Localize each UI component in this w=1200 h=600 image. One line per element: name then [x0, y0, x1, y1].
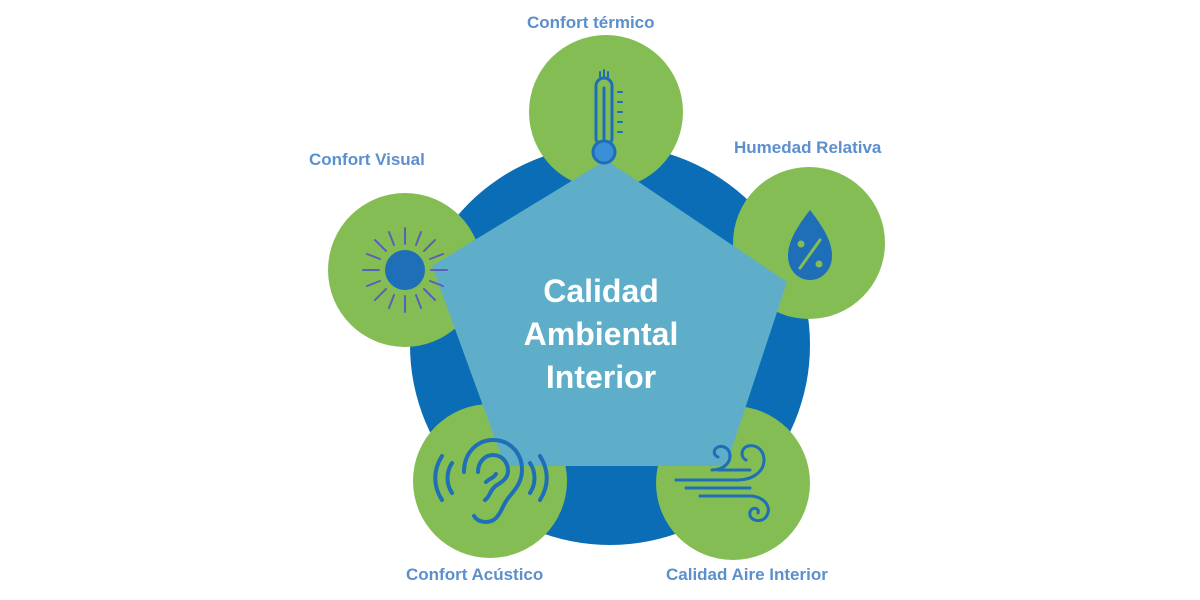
label-humidity: Humedad Relativa — [734, 138, 882, 157]
center-title-line-2: Ambiental — [523, 316, 679, 352]
label-visual: Confort Visual — [309, 150, 425, 169]
label-air: Calidad Aire Interior — [666, 565, 828, 584]
center-title-line-1: Calidad — [543, 273, 659, 309]
center-title: Calidad Ambiental Interior — [470, 270, 732, 399]
node-circle-thermal — [529, 35, 683, 189]
ear-icon — [433, 437, 549, 524]
center-title-line-3: Interior — [545, 359, 657, 395]
sun-icon — [362, 227, 448, 313]
humidity-drop-icon — [788, 210, 832, 280]
thermometer-icon — [591, 69, 623, 165]
wind-icon — [674, 444, 770, 523]
center-pentagon — [432, 160, 787, 466]
label-thermal: Confort térmico — [527, 13, 655, 32]
label-acoustic: Confort Acústico — [406, 565, 544, 584]
